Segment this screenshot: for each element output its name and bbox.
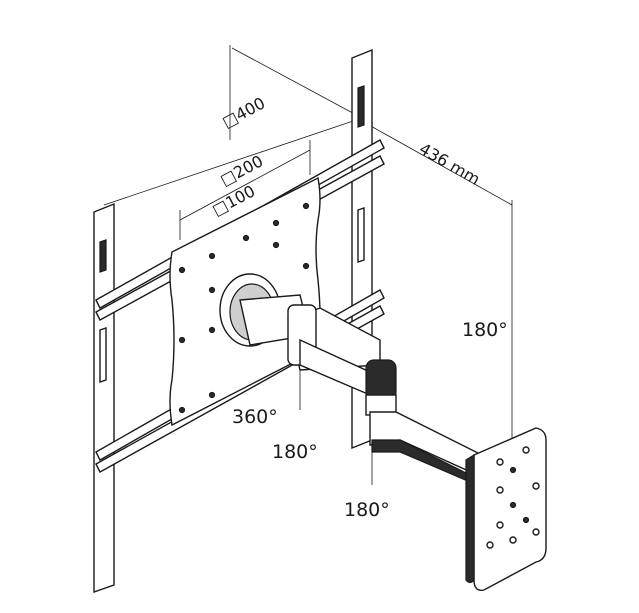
vesa-400-label: □400 <box>219 93 268 131</box>
vesa-holes <box>178 202 310 414</box>
arm-length-label: 436 mm <box>416 139 483 189</box>
tv-bracket-holes <box>486 446 540 549</box>
swivel-center-label: 180° <box>272 441 318 463</box>
tv-bracket-edge <box>465 453 475 584</box>
left-rail-slot <box>99 239 107 273</box>
right-rail-slot <box>357 85 365 128</box>
rotation-360-label: 360° <box>232 406 278 428</box>
left-rail-slot-lower <box>99 327 107 383</box>
tv-bracket-plate <box>465 427 547 591</box>
articulating-arm <box>239 294 485 483</box>
right-rail-slot-lower <box>357 207 365 263</box>
middle-joint <box>365 359 397 401</box>
vesa-200-label: □200 <box>217 151 266 189</box>
swivel-bottom-label: 180° <box>344 499 390 521</box>
tv-bracket-outline <box>473 427 547 591</box>
swivel-top-right-label: 180° <box>462 319 508 341</box>
